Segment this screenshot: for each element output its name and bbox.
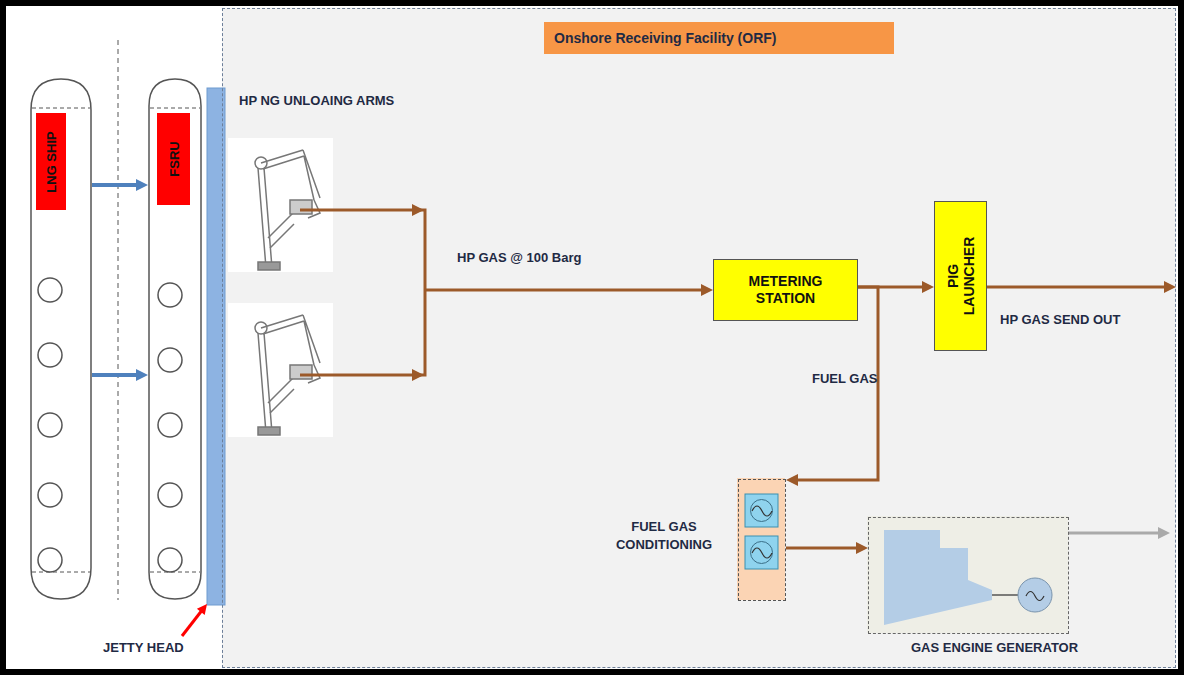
- region-fill: [222, 8, 1176, 668]
- engine-generator-symbol: [884, 530, 1052, 625]
- stream-label: HP GAS SEND OUT: [1000, 312, 1120, 327]
- ship-name-plate: LNG SHIP: [36, 113, 66, 210]
- power-output-arrow: [1068, 527, 1170, 539]
- pig-launcher: PIG LAUNCHER: [934, 201, 987, 351]
- generator-fill: [867, 516, 1068, 633]
- region-title: Onshore Receiving Facility (ORF): [544, 22, 894, 54]
- ship-name: FSRU: [166, 141, 181, 176]
- ship-name-plate: FSRU: [157, 113, 190, 205]
- heater-symbol: [745, 494, 778, 527]
- process-box-label: PIG LAUNCHER: [944, 226, 976, 326]
- fuel-gas-conditioning: FUEL GAS CONDITIONING: [738, 479, 786, 601]
- fsru-hull: FSRU: [148, 78, 202, 600]
- berth-centerline: [118, 40, 119, 600]
- unloading-arm: [228, 138, 333, 272]
- process-box-label: METERING STATION: [714, 273, 857, 307]
- flow-label: HP GAS @ 100 Barg: [457, 250, 581, 265]
- unit-heading: FUEL GAS CONDITIONING: [603, 518, 725, 553]
- jetty-pointer: [182, 604, 207, 636]
- unloading-arms-group: HP NG UNLOAING ARMS: [229, 91, 426, 441]
- page-frame: [3, 3, 1181, 672]
- flow-arrow: [92, 369, 148, 381]
- metering-station: METERING STATION: [713, 259, 858, 321]
- send-out-line: [986, 281, 1176, 293]
- flow-arrow: [92, 179, 148, 191]
- ship-hull: LNG SHIP: [30, 78, 92, 600]
- flow-arrow: [426, 284, 713, 296]
- ship-name: LNG SHIP: [44, 131, 59, 192]
- arm-outlet-lines: [300, 204, 425, 381]
- unloading-arm: [228, 303, 333, 437]
- unit-heading: GAS ENGINE GENERATOR: [911, 640, 1078, 655]
- conditioning-fill: [737, 478, 785, 600]
- group-heading: HP NG UNLOAING ARMS: [239, 93, 394, 108]
- receiving-facility-region: Onshore Receiving Facility (ORF) HP NG UN…: [222, 8, 1176, 668]
- flow-label: FUEL GAS: [812, 371, 878, 386]
- heater-symbol: [745, 536, 778, 569]
- flow-arrow: [786, 542, 868, 554]
- callout-label: JETTY HEAD: [103, 640, 184, 655]
- gas-engine-generator: GAS ENGINE GENERATOR: [868, 517, 1069, 634]
